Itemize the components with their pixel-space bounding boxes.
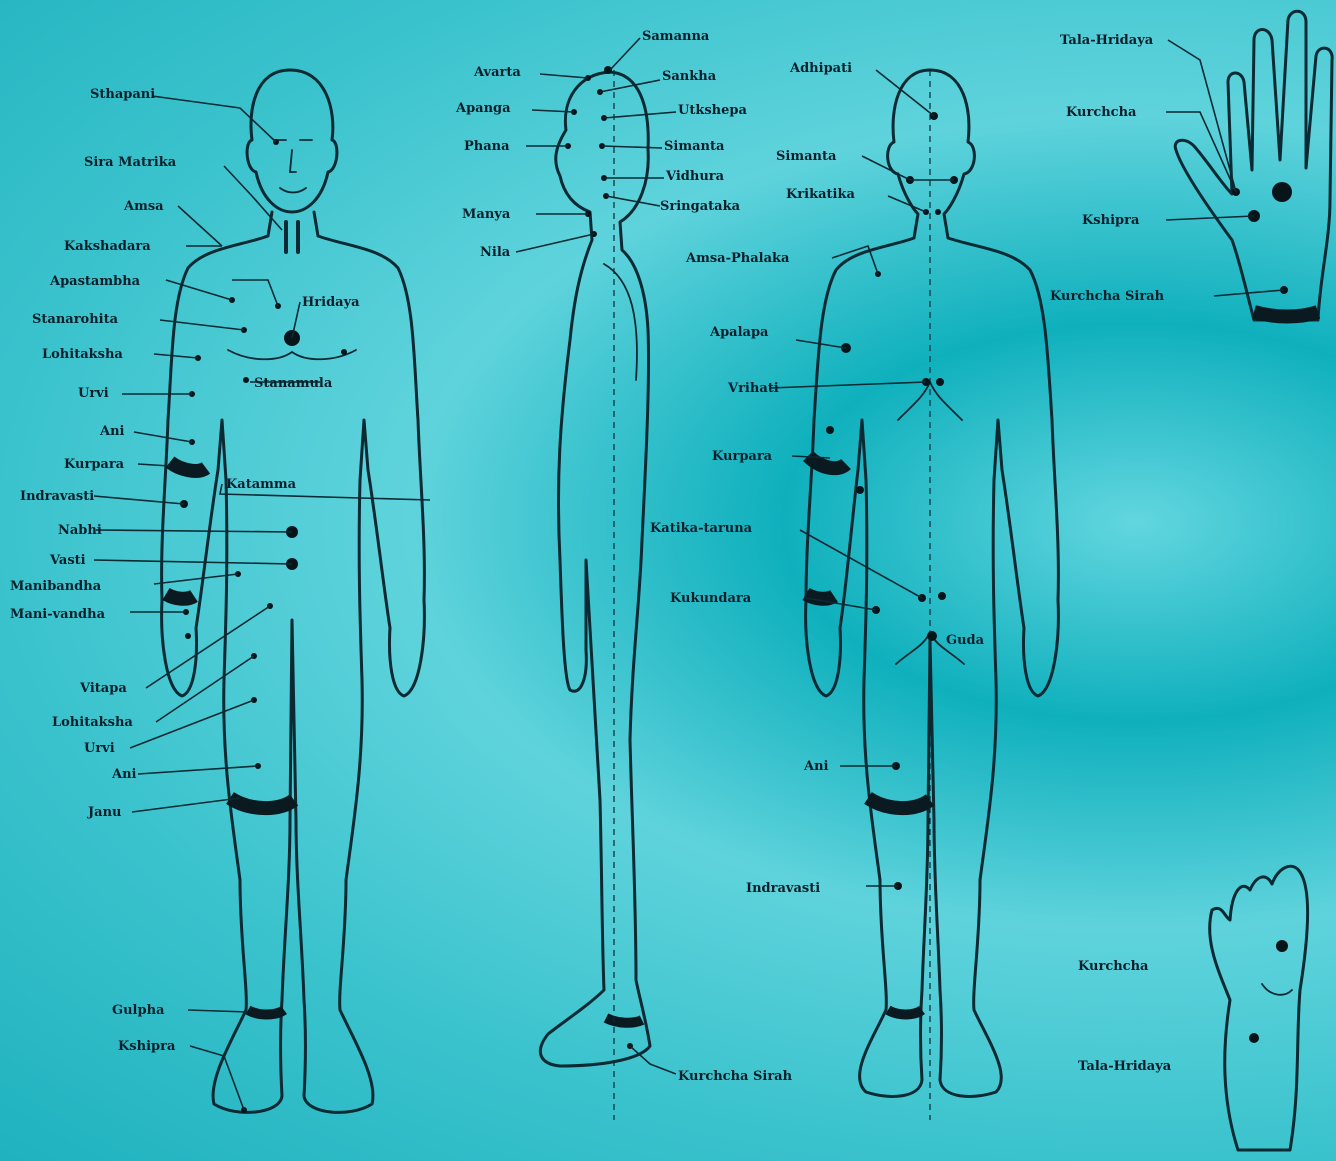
label-lohitaksha-arm: Lohitaksha [42,347,123,362]
label-nabhi: Nabhi [58,523,102,538]
label-amsa: Amsa [123,199,164,214]
label-kurpara-back: Kurpara [712,449,773,464]
point-stanamula [243,377,249,383]
label-tala-hridaya-hand: Tala-Hridaya [1060,33,1154,48]
front-face-features [274,140,312,193]
label-apanga: Apanga [455,101,511,116]
front-chest-line [228,350,356,359]
label-manya: Manya [462,207,511,222]
label-kurchcha-hand: Kurchcha [1066,105,1137,120]
label-kshipra-front: Kshipra [118,1039,176,1054]
label-sankha: Sankha [662,69,717,84]
side-figure [540,70,650,1120]
label-kukundara: Kukundara [670,591,752,606]
label-lohitaksha-leg: Lohitaksha [52,715,133,730]
label-katamma: Katamma [226,477,297,492]
label-indravasti-arm: Indravasti [20,489,94,504]
point-guda [927,631,937,641]
point-kurpara-back-r [856,486,864,494]
side-ankle-band [606,1018,642,1023]
label-apastambha: Apastambha [49,274,141,289]
label-nila: Nila [480,245,511,260]
label-indravasti-back: Indravasti [746,881,820,896]
foot-figure [1210,866,1308,1150]
label-mani-vandha: Mani-vandha [10,607,106,622]
label-avarta: Avarta [473,65,521,80]
label-janu: Janu [87,805,121,820]
label-ani-leg: Ani [111,767,137,782]
label-vitapa: Vitapa [79,681,127,696]
foot-arch-line [1262,984,1292,995]
point-vrihati-r [936,378,944,386]
point-kurpara-back [826,426,834,434]
label-phana: Phana [464,139,510,154]
label-samanna: Samanna [642,29,710,44]
label-adhipati: Adhipati [789,61,852,76]
hand-wrist-band [1254,312,1318,317]
front-elbow-band [170,462,206,471]
label-sira-matrika: Sira Matrika [84,155,177,170]
label-ani-back: Ani [803,759,829,774]
label-simanta-back: Simanta [776,149,837,164]
point-kurchcha-foot [1276,940,1288,952]
hand-figure [1175,11,1332,320]
point-mani-vandha [185,633,191,639]
front-body-outline [247,70,337,212]
point-stanamula-r [341,349,347,355]
back-body-outline [806,70,1059,1096]
label-hridaya: Hridaya [302,295,360,310]
front-knee-band [230,798,294,808]
point-tala-hridaya-hand [1272,182,1292,202]
label-simanta-side: Simanta [664,139,725,154]
back-figure [806,70,1059,1120]
front-wrist-band [166,594,194,599]
side-arm-line [604,264,637,380]
front-neck-mark [286,222,298,252]
label-stanamula: Stanamula [254,376,333,391]
label-urvi-arm: Urvi [78,386,109,401]
label-vidhura: Vidhura [665,169,725,184]
label-krikatika: Krikatika [786,187,855,202]
label-apalapa: Apalapa [709,325,769,340]
label-sthapani: Sthapani [90,87,155,102]
front-ankle-band [248,1010,284,1015]
label-tala-hridaya-foot: Tala-Hridaya [1078,1059,1172,1074]
label-vasti: Vasti [49,553,86,568]
labels: Sthapani Sira Matrika Amsa Kakshadara Ap… [10,29,1172,1084]
label-kurchcha-foot: Kurchcha [1078,959,1149,974]
label-urvi-leg: Urvi [84,741,115,756]
hand-outline [1175,11,1332,320]
front-torso-outline [162,212,425,1112]
back-knee-band [868,798,930,808]
label-kurpara: Kurpara [64,457,125,472]
label-sringataka: Sringataka [660,199,741,214]
point-tala-hridaya-foot [1249,1033,1259,1043]
foot-outline [1210,866,1308,1150]
label-kurchcha-sirah-side: Kurchcha Sirah [678,1069,793,1084]
label-amsa-phalaka: Amsa-Phalaka [685,251,790,266]
point-krikatika-r [935,209,941,215]
label-vrihati: Vrihati [727,381,779,396]
back-ankle-band [888,1010,922,1015]
label-gulpha: Gulpha [112,1003,165,1018]
label-kurchcha-sirah-hand: Kurchcha Sirah [1050,289,1165,304]
label-kakshadara: Kakshadara [64,239,151,254]
point-katika-taruna-r [938,592,946,600]
label-guda: Guda [946,633,985,648]
label-utkshepa: Utkshepa [678,103,747,118]
label-ani-arm: Ani [99,424,125,439]
label-kshipra-hand: Kshipra [1082,213,1140,228]
side-body-outline [540,72,650,1066]
label-katika-taruna: Katika-taruna [650,521,753,536]
label-manibandha: Manibandha [10,579,102,594]
label-stanarohita: Stanarohita [32,312,119,327]
